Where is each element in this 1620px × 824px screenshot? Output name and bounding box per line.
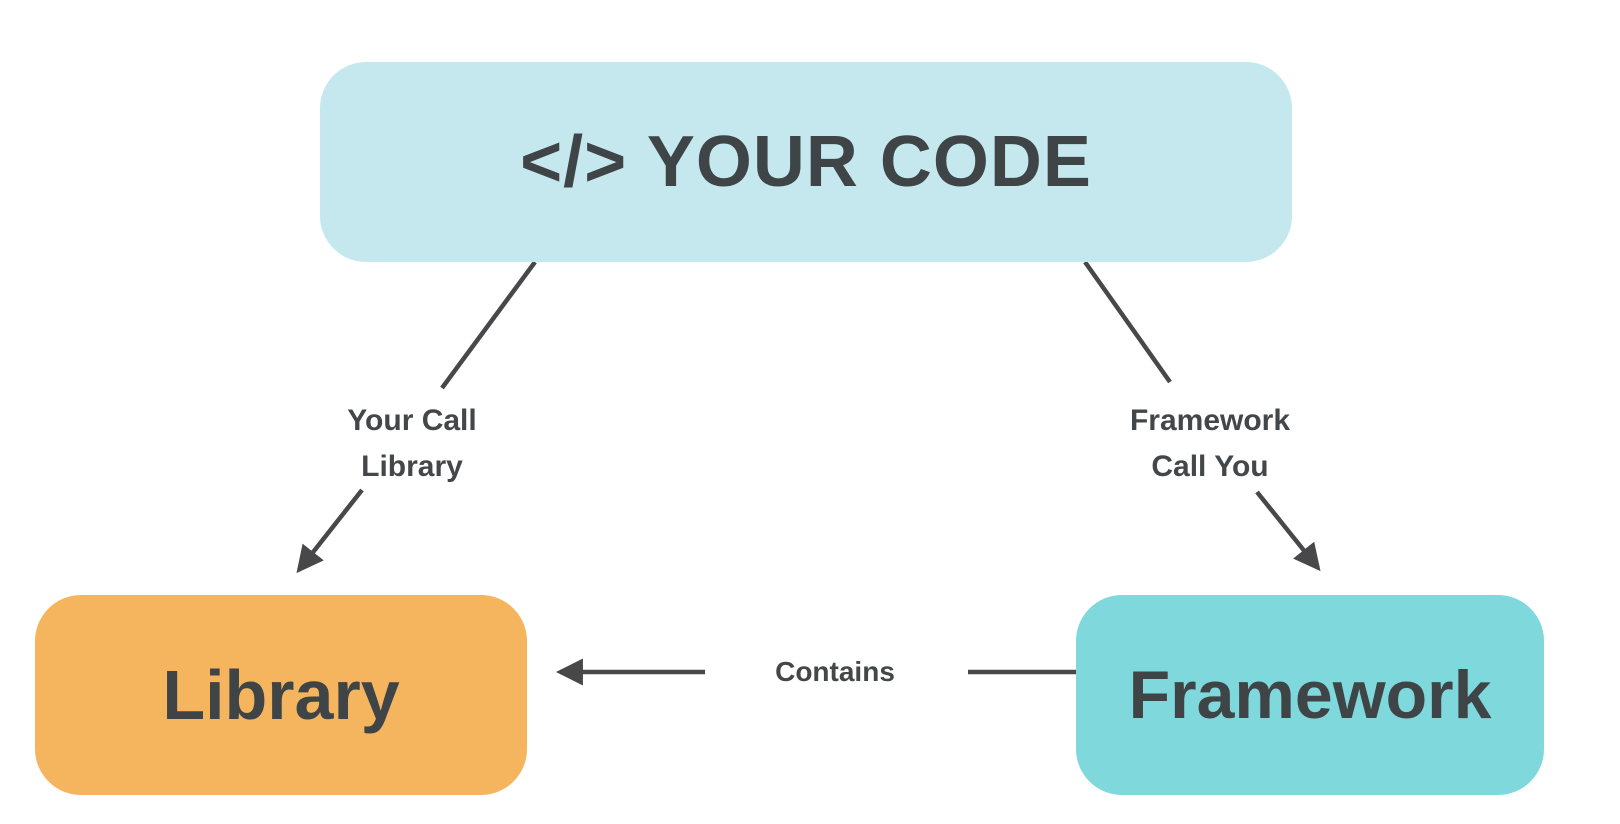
edge-your-code-to-library-arrow-segment (296, 488, 364, 574)
edge-your-code-to-framework-upper-segment (1083, 260, 1172, 384)
framework-label: Framework (1128, 657, 1492, 733)
framework-box: Framework (1076, 595, 1544, 795)
edge-label-contains: Contains (705, 650, 965, 694)
your-code-box: </> YOUR CODE (320, 62, 1292, 262)
library-label: Library (162, 656, 400, 734)
edge-label-contains-text: Contains (775, 656, 895, 687)
edge-your-code-to-framework-arrow-segment (1255, 490, 1321, 572)
edge-label-framework-call-line1: Framework (1129, 404, 1291, 437)
library-box: Library (35, 595, 527, 795)
edge-label-your-call-line1: Your Call (347, 404, 477, 437)
edge-label-your-call-line2: Library (361, 450, 463, 483)
edge-label-framework-call-you: Framework Call You (1060, 398, 1360, 490)
edge-label-framework-call-line2: Call You (1151, 450, 1269, 483)
your-code-label: </> YOUR CODE (520, 122, 1092, 202)
edge-your-code-to-library-upper-segment (440, 260, 537, 390)
edge-label-your-call-library: Your Call Library (262, 398, 562, 490)
